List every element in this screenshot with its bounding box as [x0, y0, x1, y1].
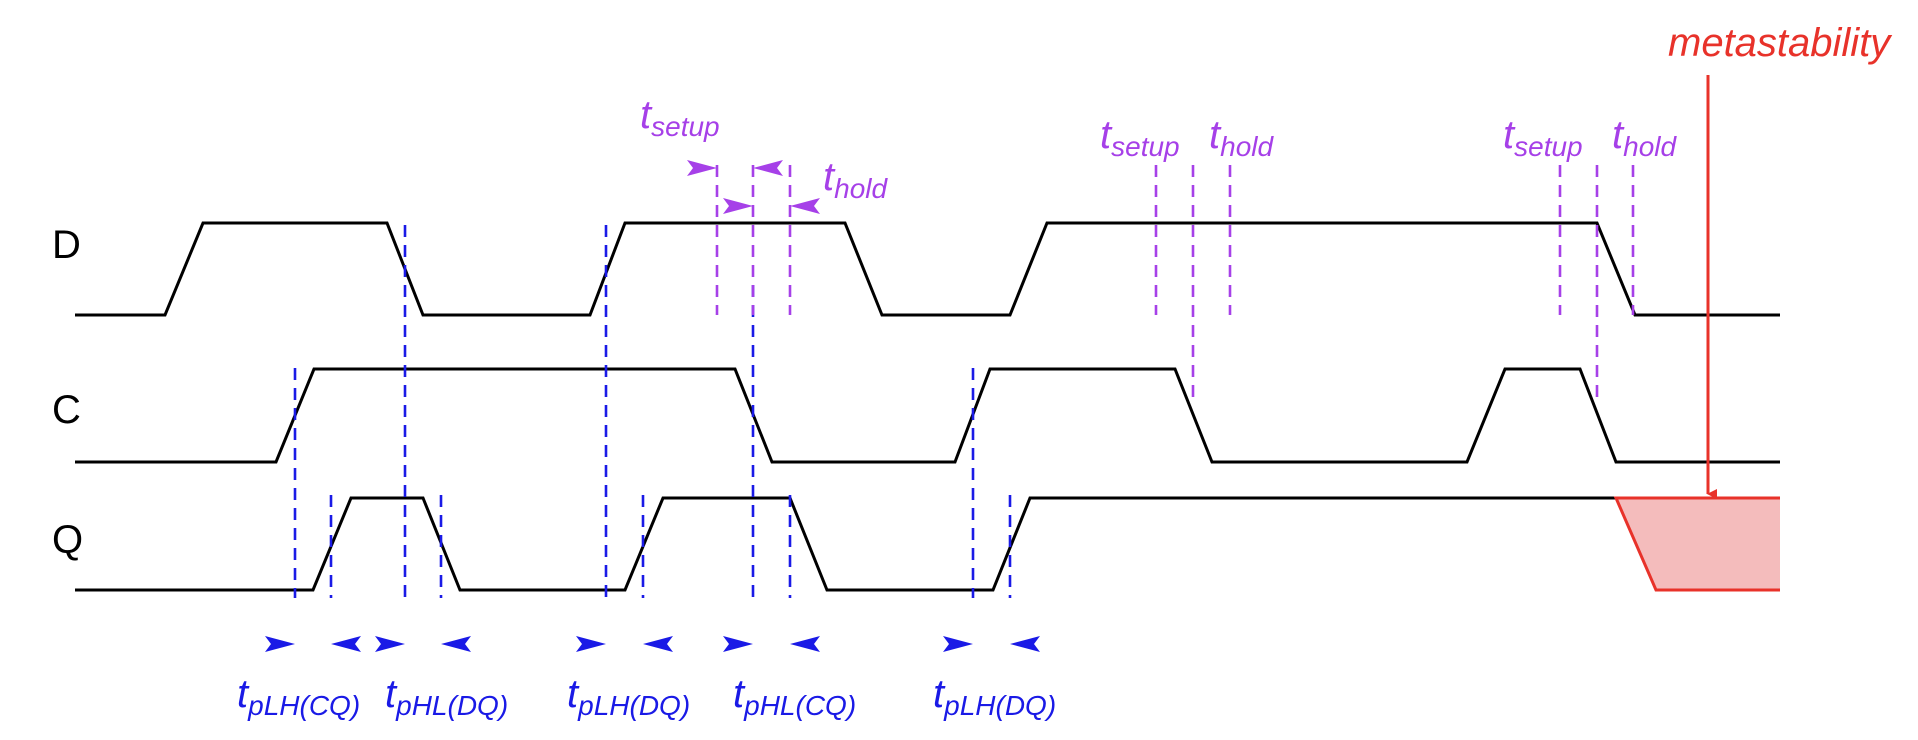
label-thold-1: thold — [823, 155, 888, 204]
propagation-arrow — [375, 636, 405, 652]
label-thold-3: thold — [1612, 113, 1677, 162]
label-tsetup-3: tsetup — [1503, 113, 1583, 162]
label-tplh-dq-1: tpLH(DQ) — [567, 672, 690, 721]
hold-arrow — [753, 160, 783, 176]
label-thold-2: thold — [1209, 113, 1274, 162]
label-tphl-dq: tpHL(DQ) — [385, 672, 508, 721]
signal-label-c: C — [52, 388, 81, 432]
label-tsetup-2: tsetup — [1100, 113, 1180, 162]
label-tphl-cq: tpHL(CQ) — [733, 672, 856, 721]
propagation-arrow — [1010, 636, 1040, 652]
propagation-arrow — [790, 636, 820, 652]
setup-hold-guides — [715, 165, 1635, 405]
propagation-arrow — [576, 636, 606, 652]
delay-arrows — [265, 160, 1040, 652]
setup-arrow — [687, 160, 717, 176]
setup-arrow — [723, 198, 753, 214]
propagation-arrow — [441, 636, 471, 652]
hold-arrow — [790, 198, 820, 214]
propagation-arrow — [943, 636, 973, 652]
label-tsetup-1: tsetup — [640, 93, 720, 142]
signal-label-q: Q — [52, 518, 83, 562]
propagation-arrow — [723, 636, 753, 652]
metastability-region — [1616, 498, 1780, 590]
metastability-outline — [1613, 496, 1780, 592]
propagation-arrow — [331, 636, 361, 652]
waveform-q — [75, 496, 1618, 592]
signal-label-d: D — [52, 223, 81, 267]
propagation-arrow — [265, 636, 295, 652]
label-tplh-dq-2: tpLH(DQ) — [933, 672, 1056, 721]
propagation-arrow — [643, 636, 673, 652]
waveform-d — [75, 221, 1780, 317]
label-tplh-cq-1: tpLH(CQ) — [237, 672, 360, 721]
waveform-c — [75, 367, 1780, 464]
metastability-label: metastability — [1668, 21, 1893, 65]
propagation-delay-guides — [293, 225, 1012, 598]
